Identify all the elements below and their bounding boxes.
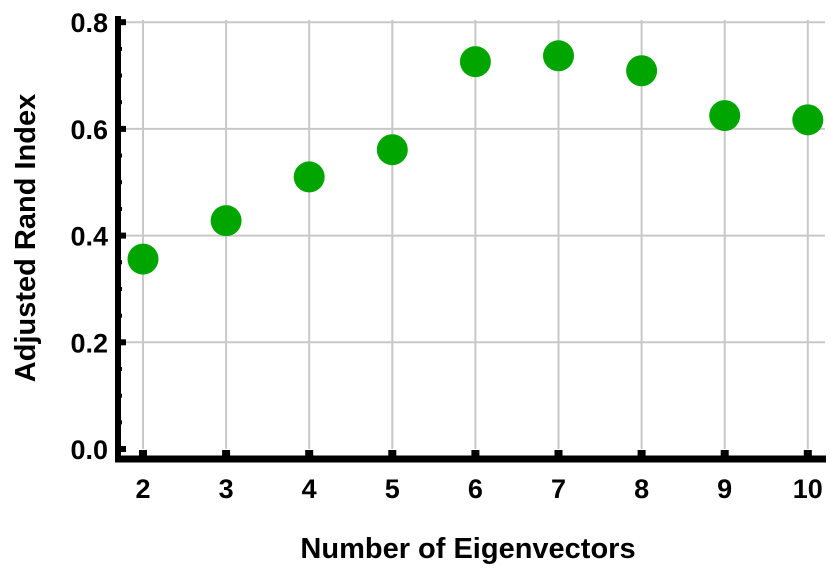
y-tick-label: 0.8 (70, 8, 108, 38)
x-major-tick (222, 450, 231, 458)
y-tick-label: 0.0 (70, 435, 108, 465)
data-point (543, 40, 574, 72)
data-points (127, 40, 824, 275)
x-tick-label: 3 (219, 474, 234, 504)
x-major-tick (554, 450, 563, 458)
x-major-tick (471, 450, 480, 458)
x-major-tick (803, 450, 812, 458)
data-point (210, 205, 242, 237)
x-major-tick (720, 450, 729, 458)
x-major-tick (637, 450, 646, 458)
x-major-tick (305, 450, 314, 458)
x-tick-label: 4 (302, 474, 317, 504)
grid-lines (118, 20, 825, 449)
y-tick-label: 0.2 (70, 328, 108, 358)
x-tick-label: 6 (468, 474, 483, 504)
data-point (127, 243, 159, 275)
x-tick-label: 2 (135, 474, 150, 504)
y-tick-label: 0.4 (70, 222, 108, 252)
x-major-tick (388, 450, 397, 458)
data-point (709, 100, 741, 132)
x-axis-title: Number of Eigenvectors (300, 533, 635, 565)
data-point (792, 104, 824, 136)
x-tick-label: 7 (551, 474, 566, 504)
x-tick-label: 10 (793, 474, 823, 504)
axes (115, 16, 826, 463)
data-point (293, 161, 325, 193)
y-axis-ticks: 0.0 0.2 0.4 0.6 0.8 (70, 8, 126, 465)
x-tick-label: 8 (634, 474, 649, 504)
x-axis-ticks: 2 3 4 5 6 7 8 9 10 (135, 450, 823, 504)
data-point (626, 55, 658, 87)
data-point (376, 134, 408, 166)
y-axis-title: Adjusted Rand Index (10, 94, 42, 382)
x-tick-label: 9 (717, 474, 732, 504)
y-tick-label: 0.6 (70, 115, 108, 145)
x-major-tick (139, 450, 147, 458)
data-point (459, 46, 491, 78)
x-tick-label: 5 (385, 474, 400, 504)
